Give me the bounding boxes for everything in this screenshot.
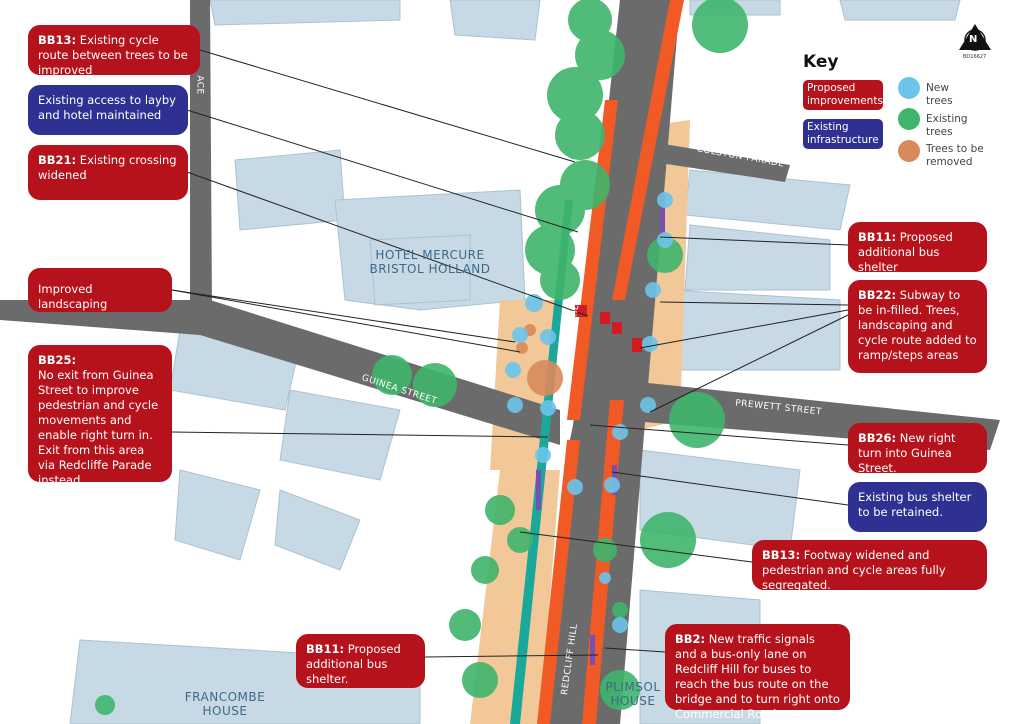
callout-bb2-traffic-signals: BB2: New traffic signals and a bus-only … bbox=[665, 624, 850, 721]
callout-bb26-right-turn: BB26: New right turn into Guinea Street. bbox=[848, 423, 987, 475]
callout-existing-bus-shelter: Existing bus shelter to be retained. bbox=[848, 482, 987, 532]
leader-lines bbox=[171, 49, 849, 658]
callout-text: Improved landscaping bbox=[38, 282, 108, 311]
callout-bb11-bus-shelter: BB11: Proposed additional bus shelter bbox=[848, 222, 987, 274]
callout-layby-access: Existing access to layby and hotel maint… bbox=[28, 85, 188, 135]
key-existing-trees: Existing trees bbox=[926, 113, 968, 138]
callout-text: New traffic signals and a bus-only lane … bbox=[675, 632, 840, 721]
callout-bb13-cycle-route: BB13: Existing cycle route between trees… bbox=[28, 25, 200, 77]
callout-landscaping: Improved landscaping bbox=[28, 268, 172, 312]
francombe-house-label: FRANCOMBE HOUSE bbox=[184, 690, 266, 718]
callout-code: BB2: bbox=[675, 632, 706, 646]
key-removed-trees: Trees to be removed bbox=[926, 143, 984, 168]
north-arrow-icon bbox=[959, 24, 991, 51]
key-existing-infrastructure: Existing infrastructure bbox=[803, 119, 883, 149]
callout-text: No exit from Guinea Street to improve pe… bbox=[38, 368, 159, 487]
callout-text: Existing access to layby and hotel maint… bbox=[38, 93, 176, 122]
callout-bb22-subway: BB22: Subway to be in-filled. Trees, lan… bbox=[848, 280, 987, 373]
callout-code: BB22: bbox=[858, 288, 897, 302]
hotel-label: HOTEL MERCURE BRISTOL HOLLAND bbox=[369, 248, 491, 276]
key-proposed: Proposed improvements bbox=[803, 80, 883, 110]
callout-bb21-crossing: BB21: Existing crossing widened bbox=[28, 145, 188, 200]
callout-text: Footway widened and pedestrian and cycle… bbox=[762, 548, 946, 592]
callout-code: BB25: bbox=[38, 353, 77, 367]
callout-text: Subway to be in-filled. Trees, landscapi… bbox=[858, 288, 977, 362]
callout-bb11-bus-shelter-lower: BB11: Proposed additional bus shelter. bbox=[296, 634, 425, 688]
new-tree-icon bbox=[898, 77, 920, 99]
callout-code: BB21: bbox=[38, 153, 77, 167]
key-title: Key bbox=[803, 52, 839, 72]
callout-code: BB26: bbox=[858, 431, 897, 445]
callout-text: Existing bus shelter to be retained. bbox=[858, 490, 972, 519]
callout-text: Existing crossing widened bbox=[38, 153, 177, 182]
key-new-trees: New trees bbox=[926, 82, 953, 107]
map-key: Key Proposed improvements Existing infra… bbox=[803, 52, 984, 168]
plimsol-house-label: PLIMSOL HOUSE bbox=[605, 680, 661, 708]
existing-trees bbox=[95, 0, 748, 715]
callout-code: BB13: bbox=[38, 33, 77, 47]
callout-code: BB13: bbox=[762, 548, 801, 562]
ace-label: ACE bbox=[194, 75, 205, 95]
callout-text: New right turn into Guinea Street. bbox=[858, 431, 956, 475]
callout-text: Proposed additional bus shelter. bbox=[306, 642, 401, 686]
crossing-signals bbox=[575, 305, 642, 352]
callout-bb13-footway: BB13: Footway widened and pedestrian and… bbox=[752, 540, 987, 592]
drawing-code: BD16627 bbox=[963, 54, 987, 60]
callout-text: Proposed additional bus shelter bbox=[858, 230, 953, 274]
north-label: N bbox=[969, 34, 978, 45]
removed-tree-icon bbox=[898, 140, 920, 162]
callout-bb25-guinea-street: BB25:No exit from Guinea Street to impro… bbox=[28, 345, 172, 487]
existing-tree-icon bbox=[898, 108, 920, 130]
callout-code: BB11: bbox=[858, 230, 897, 244]
callout-text: Existing cycle route between trees to be… bbox=[38, 33, 188, 77]
callout-code: BB11: bbox=[306, 642, 345, 656]
